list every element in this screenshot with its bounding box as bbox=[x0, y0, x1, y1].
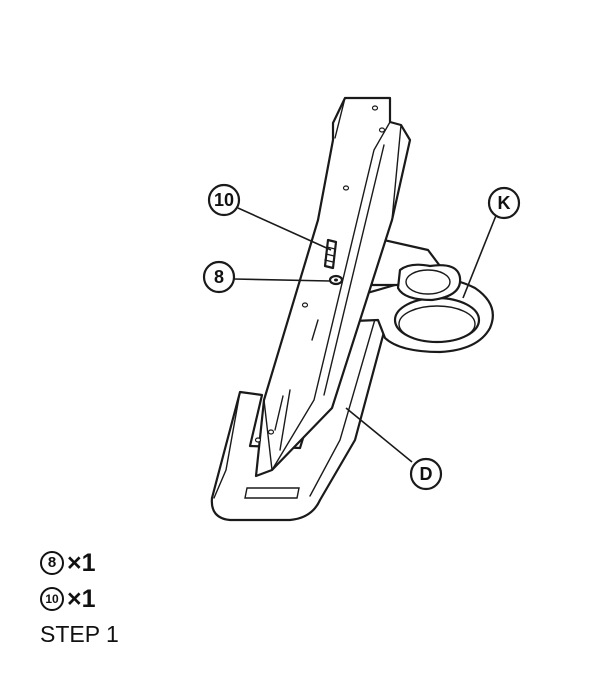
parts-row-10: 10 ×1 bbox=[40, 581, 119, 617]
callout-d-label: D bbox=[420, 464, 433, 484]
leader-line-d bbox=[345, 407, 413, 463]
parts-list: 8 ×1 10 ×1 STEP 1 bbox=[40, 545, 119, 648]
part-number-badge: 8 bbox=[40, 551, 64, 575]
callout-8: 8 bbox=[202, 260, 236, 294]
washer-8 bbox=[328, 274, 344, 286]
callout-8-label: 8 bbox=[214, 267, 224, 287]
vertical-rail bbox=[254, 96, 412, 478]
parts-row-8: 8 ×1 bbox=[40, 545, 119, 581]
callout-10-label: 10 bbox=[214, 190, 234, 210]
bracket-k bbox=[328, 234, 494, 354]
leader-line-k bbox=[462, 212, 498, 299]
screw-10 bbox=[323, 238, 338, 270]
leader-line-8 bbox=[233, 278, 331, 282]
step-label: STEP 1 bbox=[40, 621, 119, 647]
part-quantity: ×1 bbox=[67, 585, 96, 613]
leader-line-10 bbox=[237, 207, 332, 251]
callout-10: 10 bbox=[207, 183, 241, 217]
part-quantity: ×1 bbox=[67, 549, 96, 577]
callout-k: K bbox=[487, 186, 521, 220]
part-number-badge: 10 bbox=[40, 587, 64, 611]
callout-k-label: K bbox=[498, 193, 511, 213]
callout-d: D bbox=[409, 457, 443, 491]
